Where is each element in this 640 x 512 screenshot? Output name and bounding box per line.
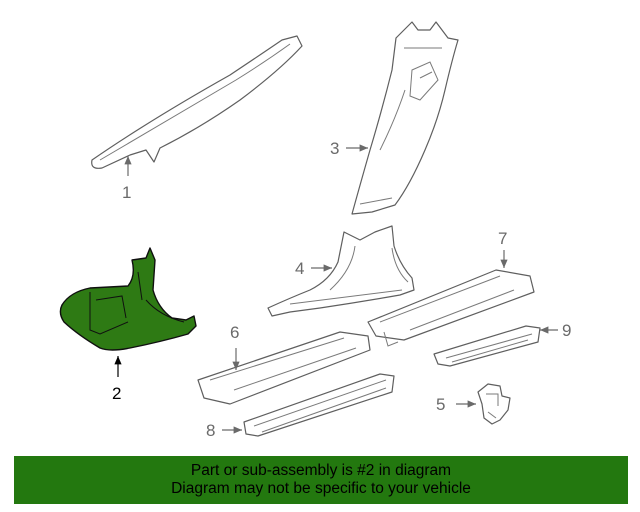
- callout-9[interactable]: 9: [562, 321, 571, 340]
- part-8-front-scuff-plate[interactable]: [243, 373, 395, 437]
- callout-1[interactable]: 1: [122, 183, 131, 202]
- part-4-b-pillar-lower-trim[interactable]: [267, 225, 415, 317]
- callout-3[interactable]: 3: [330, 139, 339, 158]
- notice-line-2: Diagram may not be specific to your vehi…: [171, 480, 471, 497]
- part-3-b-pillar-upper-trim[interactable]: [351, 21, 459, 215]
- part-7-rear-sill-plate[interactable]: [367, 269, 535, 347]
- callout-4[interactable]: 4: [295, 259, 304, 278]
- callout-6[interactable]: 6: [230, 323, 239, 342]
- part-2-kick-panel-trim[interactable]: [59, 247, 197, 351]
- notice-banner: Part or sub-assembly is #2 in diagram Di…: [14, 456, 628, 504]
- part-9-rear-scuff-plate[interactable]: [433, 325, 541, 367]
- part-1-a-pillar-trim[interactable]: [91, 35, 303, 169]
- callout-5[interactable]: 5: [436, 395, 445, 414]
- part-6-front-sill-plate[interactable]: [197, 331, 371, 405]
- notice-line-1: Part or sub-assembly is #2 in diagram: [190, 462, 452, 479]
- part-5-retaining-clip[interactable]: [477, 383, 511, 425]
- parts-diagram: 1 2 3 4 5 6 7 8 9: [59, 21, 571, 440]
- callout-7[interactable]: 7: [498, 229, 507, 248]
- callout-2[interactable]: 2: [112, 384, 121, 403]
- callout-8[interactable]: 8: [206, 421, 215, 440]
